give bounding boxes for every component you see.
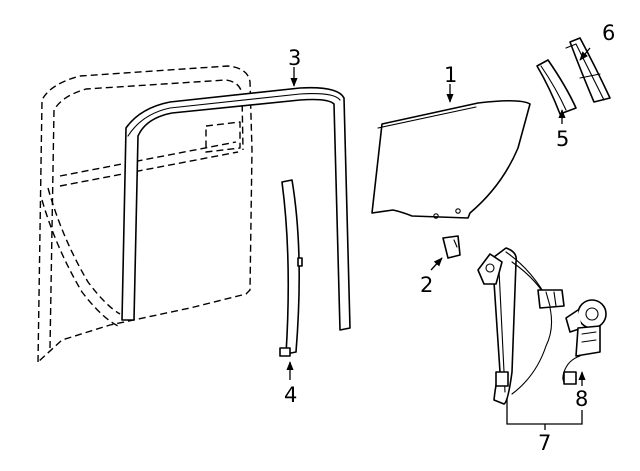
callout-6: 6 (602, 21, 615, 45)
window-regulator (477, 247, 565, 405)
leader-lines (286, 47, 591, 430)
callout-3: 3 (288, 46, 301, 70)
vent-channel (565, 37, 611, 103)
door-shell-outline (37, 65, 253, 363)
callout-8: 8 (575, 387, 588, 411)
door-glass (371, 99, 531, 219)
callout-4: 4 (284, 383, 297, 407)
glass-clip (442, 235, 461, 259)
callout-5: 5 (556, 127, 569, 151)
regulator-motor (562, 299, 607, 385)
callout-7: 7 (538, 431, 551, 455)
window-run-channel (121, 86, 351, 331)
rear-channel-strip (279, 179, 303, 357)
callout-2: 2 (420, 273, 433, 297)
vent-glass (536, 59, 577, 115)
callout-1: 1 (444, 63, 457, 87)
callout-labels: 1 2 3 4 5 6 7 8 (284, 21, 615, 455)
